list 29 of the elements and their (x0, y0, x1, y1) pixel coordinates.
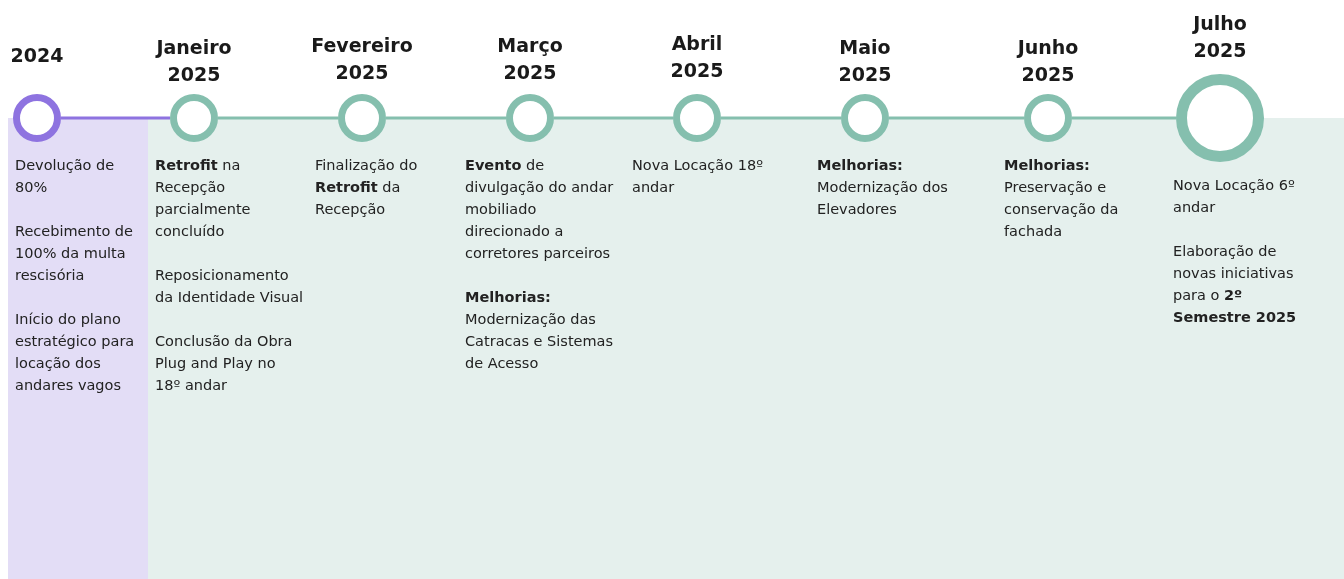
milestone-description: Devolução de 80% (15, 156, 116, 197)
milestone-description: Melhorias: Preservação e conservação da fachada (1004, 156, 1120, 241)
milestone-description: Melhorias: Modernização dos Elevadores (817, 156, 949, 219)
milestone-description: Finalização do Retrofit da Recepção (315, 156, 419, 219)
milestone-description: Nova Locação 18º andar (632, 156, 764, 197)
timeline-line (889, 116, 1024, 120)
date-heading: Abril 2025 (669, 31, 725, 83)
milestone-description: Retrofit na Recepção parcialmente concluído (155, 156, 252, 241)
milestone-description: Nova Locação 6º andar (1173, 176, 1296, 217)
date-heading: Fevereiro 2025 (310, 33, 414, 85)
timeline-line (1072, 116, 1176, 120)
date-heading: Janeiro 2025 (154, 35, 233, 87)
timeline-line (218, 116, 338, 120)
timeline-line (61, 116, 170, 120)
milestone-description: Evento de divulgação do andar mobiliado direcionado a corretores parceiros (465, 156, 615, 263)
date-heading: Março 2025 (496, 33, 564, 85)
date-heading: Maio 2025 (837, 35, 893, 87)
milestone-description: Recebimento de 100% da multa rescisória (15, 222, 134, 285)
date-heading: Junho 2025 (1015, 35, 1080, 87)
milestone-description: Melhorias: Modernização das Catracas e Sistemas de Acesso (465, 288, 615, 373)
timeline-line (554, 116, 673, 120)
milestone-description: Elaboração de novas iniciativas para o 2º Semestre 2025 (1173, 242, 1298, 327)
milestone-description: Início do plano estratégico para locação dos andares vagos (15, 310, 136, 395)
milestone-description: Conclusão da Obra Plug and Play no 18º andar (155, 332, 294, 395)
timeline-line (721, 116, 841, 120)
timeline-line (386, 116, 506, 120)
date-heading: Julho 2025 (1191, 11, 1248, 63)
milestone-description: Reposicionamento da Identidade Visual (155, 266, 305, 307)
date-heading: 2024 (9, 43, 65, 68)
